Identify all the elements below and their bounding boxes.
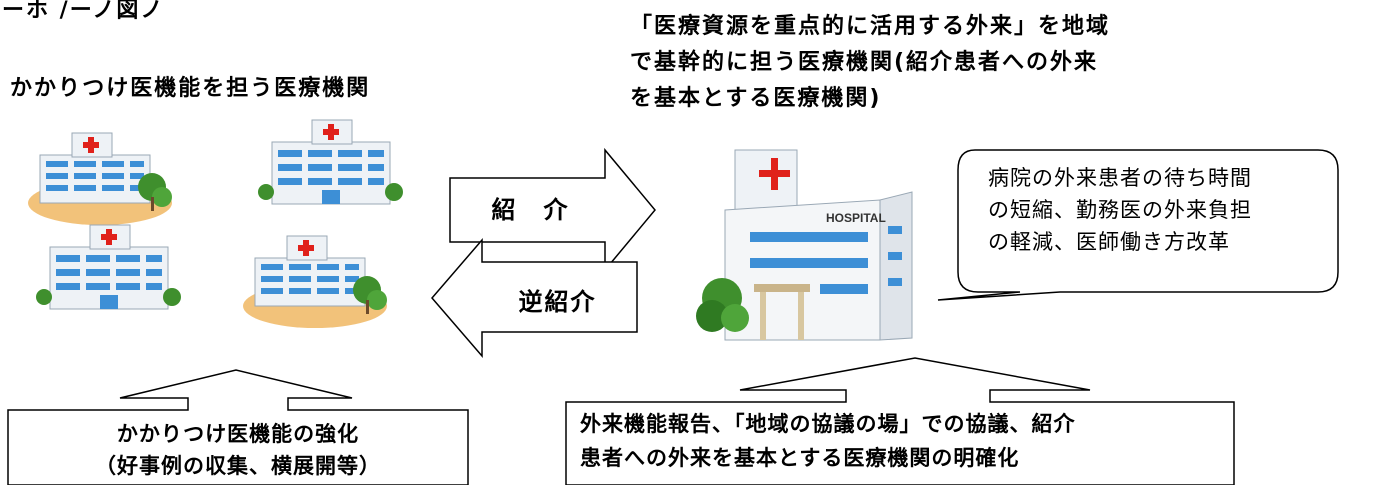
left-callout-box [7, 369, 469, 485]
reverse-referral-label: 逆紹介 [518, 288, 597, 316]
right-heading-line-2: で基幹的に担う医療機関(紹介患者への外来 [630, 50, 1099, 75]
hospital-sign: HOSPITAL [826, 211, 886, 225]
left-heading: かかりつけ医機能を担う医療機関 [10, 76, 371, 101]
reverse-referral-arrow [431, 237, 638, 359]
clinic-icon-1 [27, 132, 173, 226]
left-box-line-1: かかりつけ医機能の強化 [116, 422, 360, 446]
hospital-icon [696, 149, 913, 341]
referral-label: 紹 介 [491, 196, 570, 224]
clinic-icon-4 [242, 235, 388, 329]
left-box-line-2: （好事例の収集、横展開等） [95, 454, 381, 478]
right-box-line-1: 外来機能報告、「地域の協議の場」での協議、紹介 [580, 412, 1076, 436]
right-callout-box [565, 357, 1235, 485]
bubble-line-1: 病院の外来患者の待ち時間 [988, 166, 1252, 190]
bubble-line-2: の短縮、勤務医の外来負担 [988, 198, 1252, 222]
right-heading-line-1: 「医療資源を重点的に活用する外来」を地域 [630, 14, 1111, 39]
referral-arrow [449, 147, 656, 273]
clinic-icon-3 [35, 224, 182, 310]
clinic-icon-2 [257, 119, 404, 205]
speech-bubble [937, 149, 1339, 301]
top-cut-label: ーホ /ーノ図ノ [2, 0, 165, 23]
right-heading-line-3: を基本とする医療機関) [630, 86, 882, 111]
right-box-line-2: 患者への外来を基本とする医療機関の明確化 [580, 446, 1020, 470]
bubble-line-3: の軽減、医師働き方改革 [988, 230, 1230, 254]
